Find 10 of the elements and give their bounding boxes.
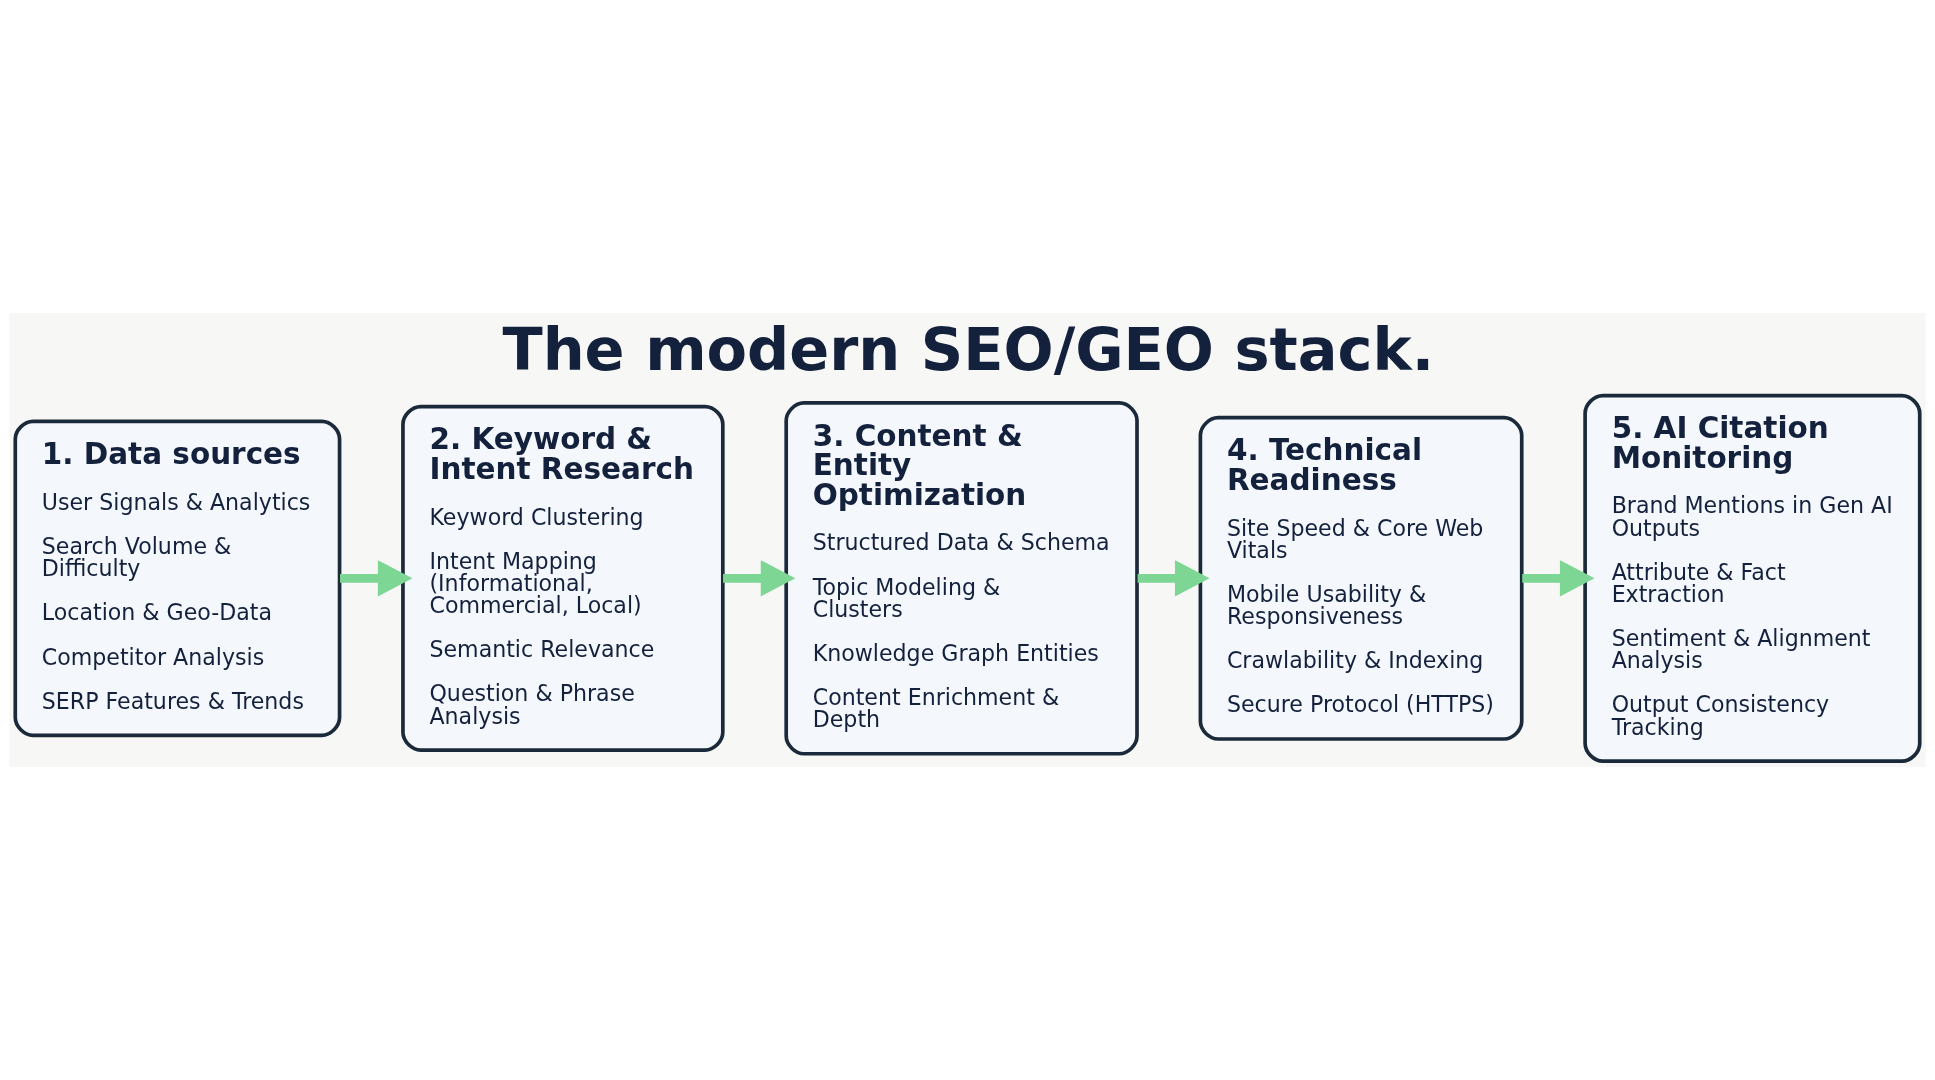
arrow xyxy=(1522,560,1595,597)
node-box: 1. Data sources User Signals & Analytics Search Volume & Difficulty Location & Geo-Data Competitor Analysis SERP Features & Trends xyxy=(13,419,342,738)
arrow xyxy=(340,560,413,597)
node-box: 2. Keyword & Intent Research Keyword Clustering Intent Mapping (Informational, Commercial, Local) Semantic Relevance Question & Phrase Analysis xyxy=(401,404,725,752)
node-box: 5. AI Citation Monitoring Brand Mentions in Gen AI Outputs Attribute & Fact Extraction Sentiment & Alignment Analysis Output Consistency Tracking xyxy=(1583,393,1922,763)
node-box: 4. Technical Readiness Site Speed & Core Web Vitals Mobile Usability & Responsiveness Crawlability & Indexing Secure Protocol (HTTPS) xyxy=(1198,415,1524,741)
arrow xyxy=(723,560,796,597)
node-box: 3. Content & Entity Optimization Structured Data & Schema Topic Modeling & Clusters Knowledge Graph Entities Content Enrichment & Depth xyxy=(784,401,1139,756)
arrow xyxy=(1137,560,1210,597)
diagram-title: The modern SEO/GEO stack. xyxy=(502,315,1435,385)
